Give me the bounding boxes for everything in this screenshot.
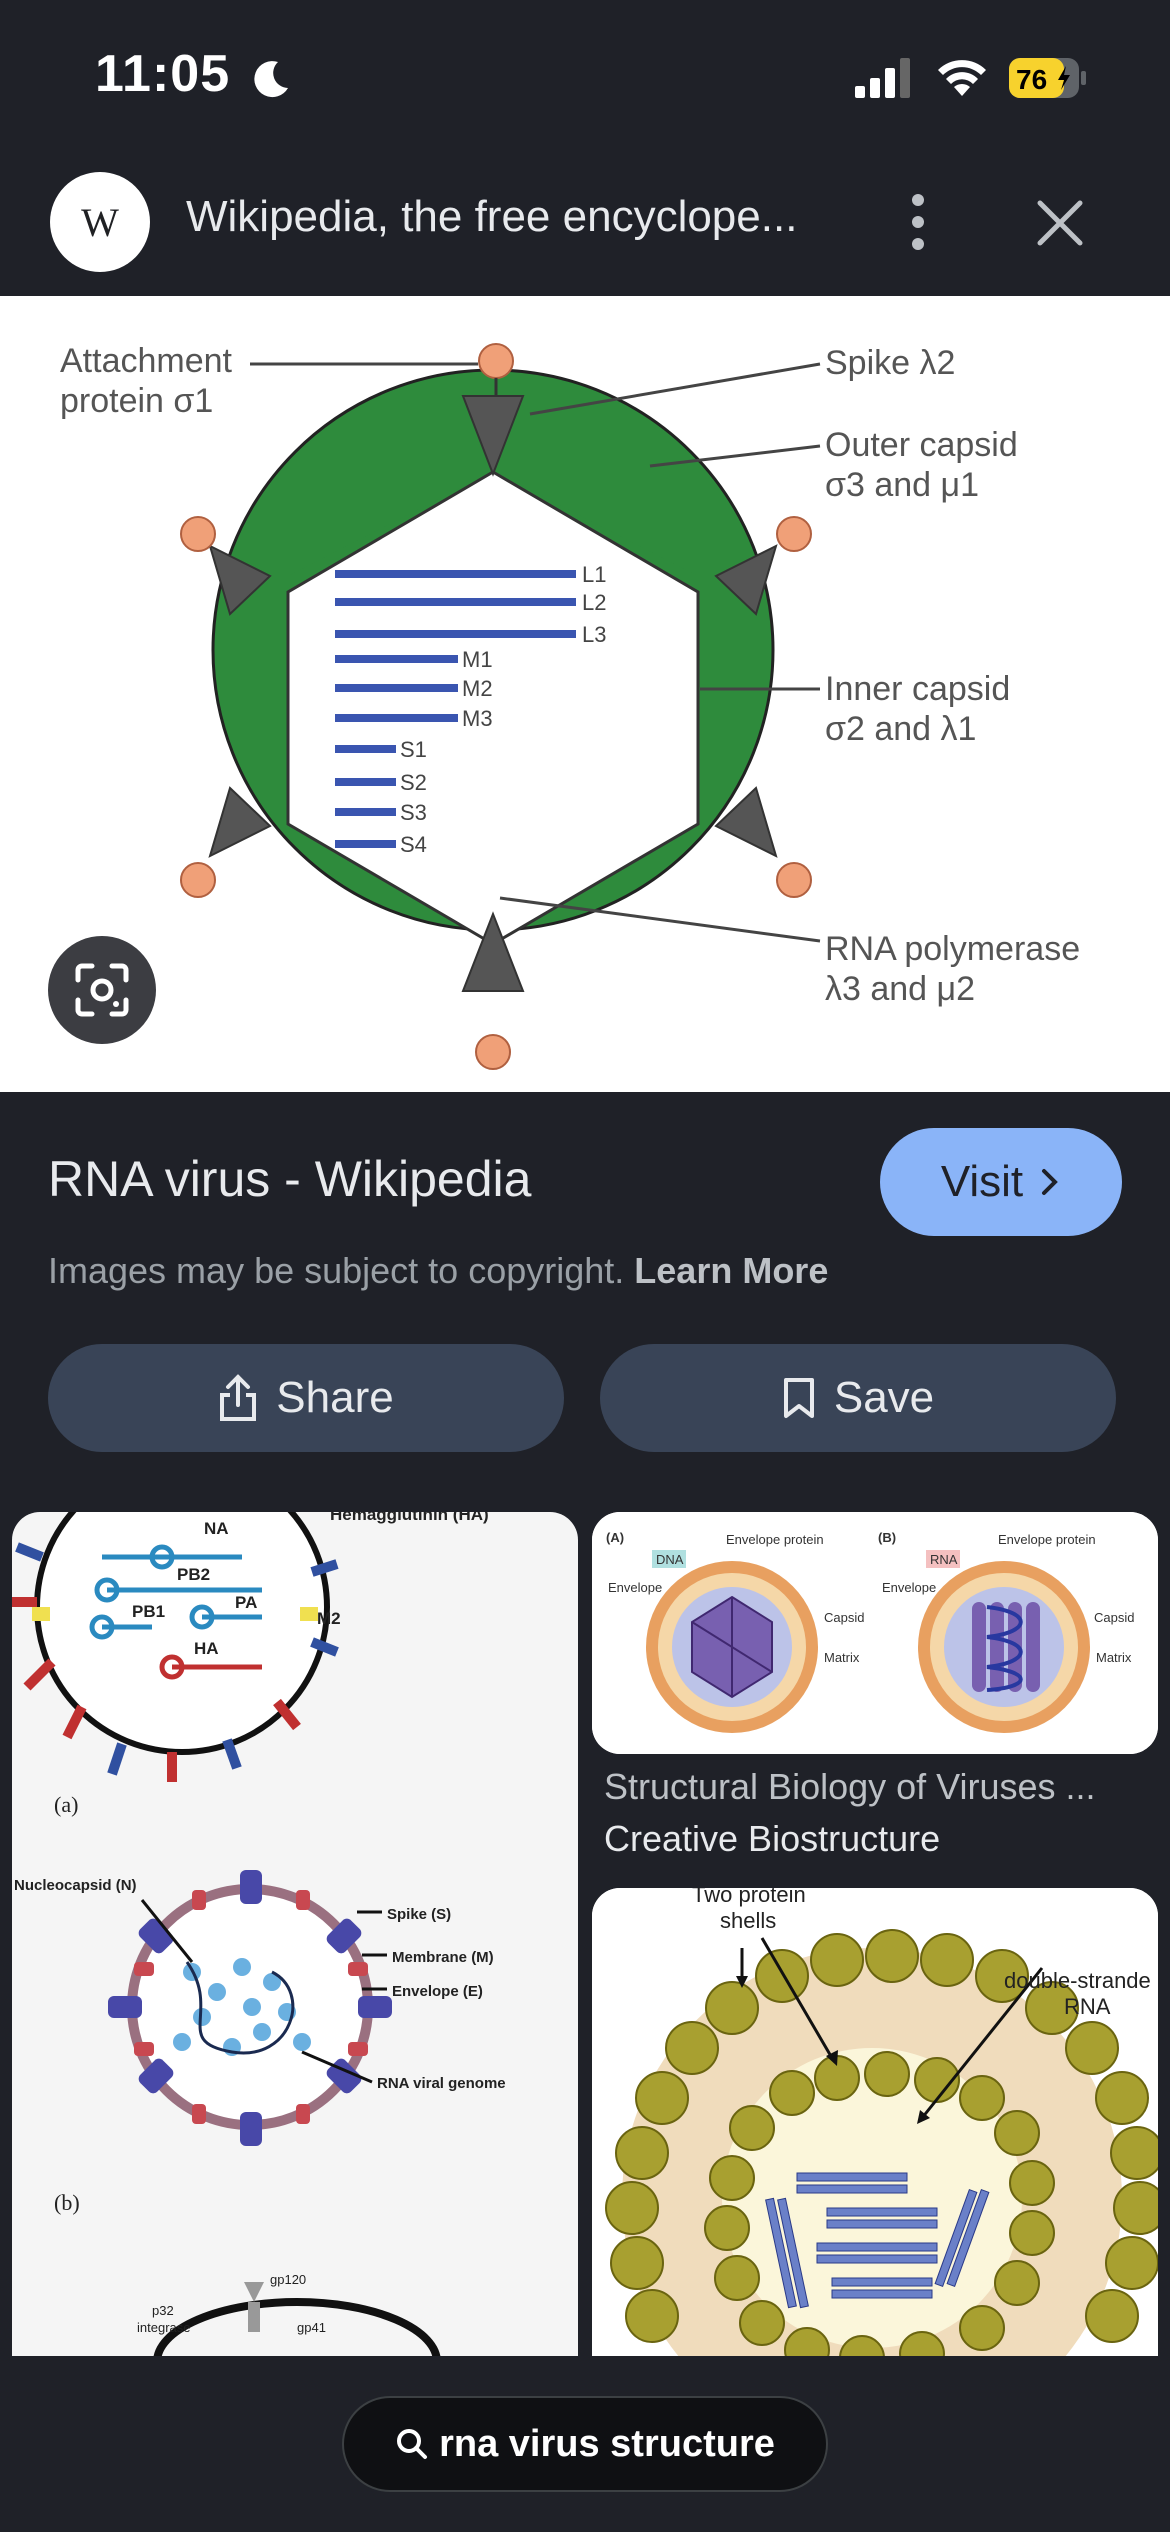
save-button[interactable]: Save: [600, 1344, 1116, 1452]
label-envelope: Envelope: [608, 1580, 662, 1595]
lens-icon: [75, 963, 129, 1017]
attachment-proteins: [180, 343, 812, 1070]
cov-label-genome: RNA viral genome: [377, 2075, 506, 2092]
panel-label-a: (a): [54, 1792, 78, 1817]
flu-label-pb1: PB1: [132, 1602, 165, 1621]
spikes: [208, 395, 778, 992]
segment-label: M2: [462, 676, 493, 701]
label-rna: RNA: [1064, 1994, 1111, 2019]
copyright-notice: Images may be subject to copyright. Lear…: [48, 1250, 828, 1292]
flu-label-ha-top: Hemagglutinin (HA): [330, 1512, 489, 1524]
label-envelope-protein: Envelope protein: [998, 1532, 1096, 1547]
segment-label: S3: [400, 800, 427, 825]
battery-level: 76: [1016, 64, 1047, 95]
label-capsid: Capsid: [824, 1610, 864, 1625]
segment-label: M1: [462, 647, 493, 672]
related-caption-source[interactable]: Creative Biostructure: [604, 1818, 941, 1859]
related-image-double-stranded-rna[interactable]: Two protein shells double-strande RNA: [592, 1888, 1158, 2362]
share-icon: [220, 1374, 257, 1421]
hiv-label-p32: p32: [152, 2303, 174, 2318]
segment-label: L1: [582, 562, 606, 587]
flu-label-ha: HA: [194, 1639, 219, 1658]
share-button[interactable]: Share: [48, 1344, 564, 1452]
status-time: 11:05: [95, 45, 231, 103]
panel-label-b: (B): [878, 1530, 896, 1545]
label-matrix: Matrix: [824, 1650, 860, 1665]
segment-label: L2: [582, 590, 606, 615]
label-attachment-sub: protein σ1: [60, 382, 213, 420]
segment-label: S2: [400, 770, 427, 795]
battery-icon: 76: [1009, 58, 1086, 98]
cov-label-envelope: Envelope (E): [392, 1983, 483, 2000]
search-query-text: rna virus structure: [439, 2422, 775, 2465]
flu-label-m2: M2: [317, 1609, 341, 1628]
hiv-label-gp41: gp41: [297, 2320, 326, 2335]
label-shells: shells: [720, 1908, 776, 1933]
status-bar: 11:05 76: [0, 0, 1170, 150]
flu-label-pa: PA: [235, 1593, 257, 1612]
label-envelope-protein: Envelope protein: [726, 1532, 824, 1547]
flu-label-na: NA: [204, 1519, 229, 1538]
related-caption-title[interactable]: Structural Biology of Viruses ...: [604, 1766, 1096, 1807]
learn-more-link[interactable]: Learn More: [634, 1250, 829, 1291]
label-inner-capsid-sub: σ2 and λ1: [825, 710, 976, 748]
label-outer-capsid-sub: σ3 and μ1: [825, 466, 979, 504]
visit-label: Visit: [940, 1157, 1024, 1206]
segment-label: S1: [400, 737, 427, 762]
site-title[interactable]: Wikipedia, the free encyclope...: [186, 192, 798, 241]
google-lens-button[interactable]: [48, 936, 156, 1044]
flu-label-pb2: PB2: [177, 1565, 210, 1584]
wifi-icon: [938, 60, 986, 96]
segment-label: M3: [462, 706, 493, 731]
label-rna: RNA: [930, 1552, 958, 1567]
reovirus-diagram: L1 L2 L3 M1 M2 M3 S1 S2 S3 S4 Attachment…: [60, 342, 1080, 1070]
related-image-structural-biology[interactable]: (A) (B) DNA RNA Envelope protein Envelop…: [592, 1512, 1158, 1754]
cov-label-membrane: Membrane (M): [392, 1949, 494, 1966]
label-spike: Spike λ2: [825, 344, 955, 382]
related-image-3-diagram: Two protein shells double-strande RNA: [592, 1888, 1158, 2362]
bottom-bar: rna virus structure: [0, 2356, 1170, 2532]
close-icon[interactable]: [1035, 198, 1085, 248]
search-icon: [397, 2429, 428, 2459]
related-image-virus-structures[interactable]: Hemagglutinin (HA) NA PB2 PB1 PA M2 HA (…: [12, 1512, 578, 2362]
moon-icon: [254, 61, 288, 98]
genome-segments: [335, 570, 576, 848]
panel-label-a: (A): [606, 1530, 624, 1545]
label-envelope: Envelope: [882, 1580, 936, 1595]
cov-label-nucleocapsid: Nucleocapsid (N): [14, 1877, 137, 1894]
search-query-chip[interactable]: rna virus structure: [342, 2396, 828, 2492]
header: W Wikipedia, the free encyclope...: [0, 150, 1170, 296]
share-label: Share: [276, 1373, 394, 1422]
panel-label-b: (b): [54, 2190, 80, 2215]
visit-button[interactable]: Visit: [880, 1128, 1122, 1236]
hiv-label-integrase: integrase: [137, 2320, 190, 2335]
more-vert-icon[interactable]: [898, 190, 938, 254]
segment-label: S4: [400, 832, 427, 857]
result-title[interactable]: RNA virus - Wikipedia: [48, 1151, 532, 1207]
chevron-right-icon: [1042, 1169, 1058, 1195]
related-image-1-diagram: Hemagglutinin (HA) NA PB2 PB1 PA M2 HA (…: [12, 1512, 506, 2362]
bookmark-icon: [783, 1378, 814, 1418]
label-attachment: Attachment: [60, 342, 233, 380]
label-outer-capsid: Outer capsid: [825, 426, 1018, 464]
label-double-stranded: double-strande: [1004, 1968, 1151, 1993]
label-matrix: Matrix: [1096, 1650, 1132, 1665]
save-label: Save: [833, 1373, 935, 1422]
segment-label: L3: [582, 622, 606, 647]
hiv-label-gp120: gp120: [270, 2272, 306, 2287]
label-dna: DNA: [656, 1552, 684, 1567]
signal-icon: [855, 58, 910, 98]
copyright-text: Images may be subject to copyright.: [48, 1250, 625, 1291]
related-image-2-diagram: (A) (B) DNA RNA Envelope protein Envelop…: [592, 1512, 1158, 1754]
label-two-protein: Two protein: [692, 1888, 806, 1907]
label-inner-capsid: Inner capsid: [825, 670, 1010, 708]
label-polymerase-sub: λ3 and μ2: [825, 970, 975, 1008]
wikipedia-logo: W: [50, 172, 150, 272]
cov-label-spike: Spike (S): [387, 1906, 451, 1923]
label-polymerase: RNA polymerase: [825, 930, 1080, 968]
main-image[interactable]: L1 L2 L3 M1 M2 M3 S1 S2 S3 S4 Attachment…: [0, 296, 1170, 1092]
label-capsid: Capsid: [1094, 1610, 1134, 1625]
